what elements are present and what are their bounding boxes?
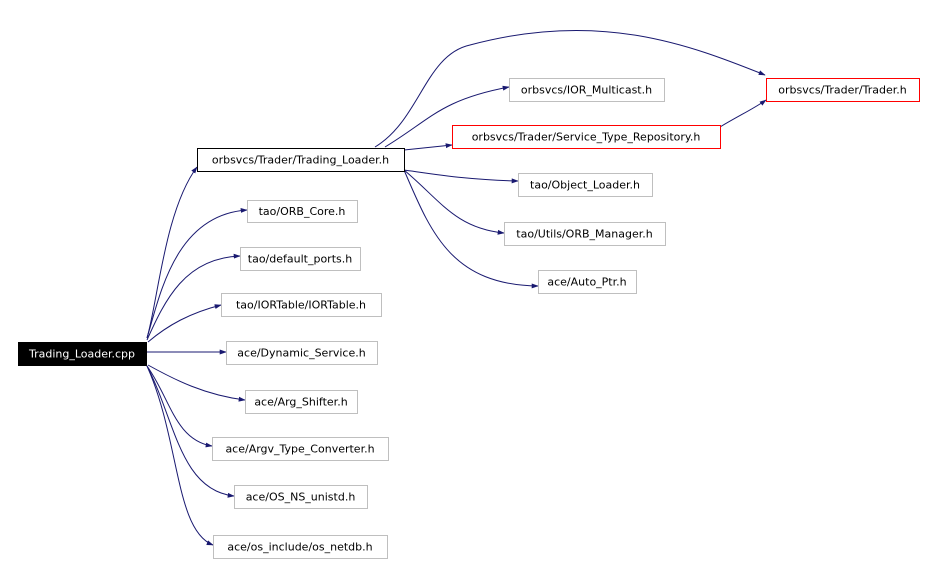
node-label: ace/Auto_Ptr.h	[547, 276, 626, 289]
node-dynamic-service[interactable]: ace/Dynamic_Service.h	[226, 341, 378, 365]
node-box	[18, 342, 147, 366]
edges-layer	[146, 29, 767, 546]
edge-loader_h-to-auto_ptr	[403, 169, 539, 289]
node-box	[240, 247, 361, 271]
node-label: orbsvcs/Trader/Trader.h	[778, 84, 906, 97]
node-default-ports[interactable]: tao/default_ports.h	[240, 247, 361, 271]
node-box	[212, 437, 389, 461]
node-label: ace/Arg_Shifter.h	[254, 396, 347, 409]
node-label: orbsvcs/IOR_Multicast.h	[521, 84, 652, 97]
node-label: tao/ORB_Core.h	[259, 205, 346, 218]
node-label: ace/Dynamic_Service.h	[237, 347, 365, 360]
node-object-loader[interactable]: tao/Object_Loader.h	[518, 173, 653, 197]
node-label: tao/IORTable/IORTable.h	[236, 299, 366, 312]
edge-loader_h-to-ior_multicast	[384, 85, 510, 148]
node-argv-converter[interactable]: ace/Argv_Type_Converter.h	[212, 437, 389, 461]
edge-root-to-loader_h	[146, 166, 198, 339]
nodes-layer: Trading_Loader.cpp orbsvcs/Trader/Trading…	[18, 78, 920, 559]
edge-root-to-iortable	[147, 304, 222, 343]
node-box	[221, 293, 382, 317]
edge-root-to-os_ns_unistd	[146, 365, 235, 498]
edge-root-to-os_netdb	[146, 365, 214, 546]
node-service-type-repo[interactable]: orbsvcs/Trader/Service_Type_Repository.h	[452, 125, 721, 149]
edge-root-to-argv_converter	[146, 365, 213, 448]
node-label: ace/OS_NS_unistd.h	[246, 491, 356, 504]
node-box	[538, 270, 637, 294]
node-label: ace/Argv_Type_Converter.h	[225, 443, 374, 456]
edge-loader_h-to-service_type_repo	[403, 143, 453, 151]
edge-loader_h-to-trader_h	[374, 29, 766, 148]
node-box	[245, 390, 358, 414]
node-orb-core[interactable]: tao/ORB_Core.h	[247, 200, 358, 223]
node-auto-ptr[interactable]: ace/Auto_Ptr.h	[538, 270, 637, 294]
node-iortable[interactable]: tao/IORTable/IORTable.h	[221, 293, 382, 317]
node-ior-multicast[interactable]: orbsvcs/IOR_Multicast.h	[509, 78, 665, 102]
node-label: ace/os_include/os_netdb.h	[227, 541, 372, 554]
node-root[interactable]: Trading_Loader.cpp	[18, 342, 147, 366]
node-box	[452, 125, 721, 149]
node-os-ns-unistd[interactable]: ace/OS_NS_unistd.h	[234, 485, 368, 509]
node-label: orbsvcs/Trader/Trading_Loader.h	[212, 154, 389, 167]
edge-service_type_repo-to-trader_h	[719, 99, 767, 128]
edge-root-to-default_ports	[146, 253, 241, 341]
node-label: tao/default_ports.h	[248, 253, 352, 266]
node-label: orbsvcs/Trader/Service_Type_Repository.h	[472, 131, 701, 144]
node-box	[766, 78, 920, 102]
node-box	[197, 148, 405, 172]
node-trader-h[interactable]: orbsvcs/Trader/Trader.h	[766, 78, 920, 102]
node-label: tao/Object_Loader.h	[530, 179, 640, 192]
edge-loader_h-to-orb_manager	[403, 169, 505, 235]
node-box	[504, 222, 666, 246]
node-box	[213, 535, 388, 559]
node-box	[247, 200, 358, 223]
node-box	[509, 78, 665, 102]
node-label: tao/Utils/ORB_Manager.h	[516, 228, 652, 241]
edge-root-to-orb_core	[146, 207, 248, 339]
node-box	[518, 173, 653, 197]
node-label: Trading_Loader.cpp	[28, 348, 135, 361]
node-orb-manager[interactable]: tao/Utils/ORB_Manager.h	[504, 222, 666, 246]
node-box	[234, 485, 368, 509]
edge-loader_h-to-object_loader	[403, 169, 519, 184]
node-arg-shifter[interactable]: ace/Arg_Shifter.h	[245, 390, 358, 414]
node-os-netdb[interactable]: ace/os_include/os_netdb.h	[213, 535, 388, 559]
node-loader-h[interactable]: orbsvcs/Trader/Trading_Loader.h	[197, 148, 405, 172]
edge-root-to-arg_shifter	[147, 364, 246, 402]
node-box	[226, 341, 378, 365]
